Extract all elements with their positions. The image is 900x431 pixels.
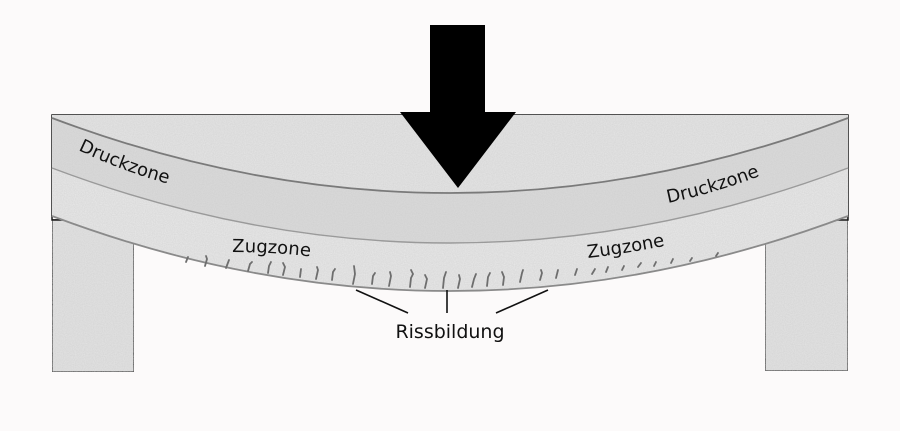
- crack: [267, 261, 272, 274]
- crack: [486, 272, 491, 287]
- neutral-axis-edge: [51, 167, 849, 244]
- crack: [539, 269, 543, 281]
- crack: [653, 261, 657, 267]
- crack: [555, 269, 559, 279]
- crack: [621, 265, 625, 271]
- cracking-label: Rissbildung: [395, 321, 504, 343]
- crack: [689, 257, 693, 262]
- crack: [331, 268, 336, 281]
- crack: [388, 271, 392, 287]
- callout-line-left: [355, 289, 409, 314]
- crack: [409, 269, 415, 288]
- crack: [605, 266, 609, 273]
- compression-zone-band: [52, 118, 848, 243]
- right-support: [764, 215, 849, 372]
- tension-zone: [52, 168, 848, 291]
- beam-top-edge: [51, 117, 849, 194]
- crack: [247, 261, 253, 272]
- crack: [424, 274, 428, 289]
- crack: [204, 255, 208, 267]
- down-arrow-icon: [400, 25, 516, 188]
- crack: [637, 262, 642, 268]
- cracks: [185, 252, 719, 289]
- beam-bottom-edge: [51, 215, 849, 292]
- crack: [574, 268, 578, 276]
- crack: [315, 266, 319, 280]
- crack: [225, 259, 230, 269]
- crack: [471, 273, 477, 288]
- crack: [457, 274, 461, 289]
- crack: [591, 268, 596, 275]
- crack: [442, 271, 447, 289]
- crack: [282, 262, 286, 276]
- crack: [371, 272, 376, 285]
- crack: [299, 268, 302, 278]
- callout-line-right: [495, 289, 549, 314]
- crack: [519, 269, 524, 283]
- crack: [185, 256, 189, 263]
- crack: [501, 271, 505, 286]
- crack: [670, 258, 674, 264]
- left-support: [51, 218, 135, 373]
- crack: [352, 265, 356, 285]
- crack-callout-lines: [355, 289, 549, 314]
- crack: [715, 252, 719, 257]
